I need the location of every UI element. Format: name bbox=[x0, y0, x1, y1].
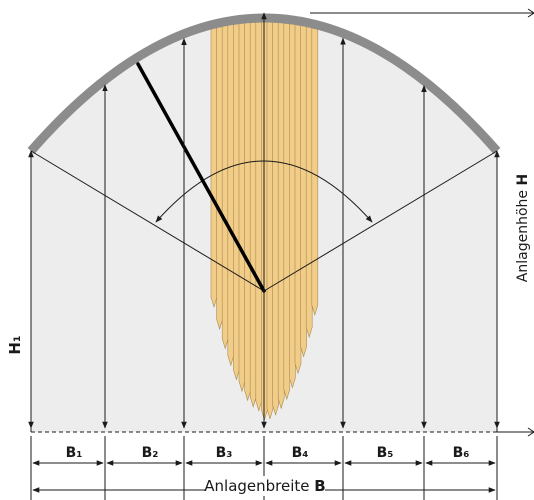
radial-line-left bbox=[30, 150, 265, 292]
slat-bundle bbox=[210, 21, 319, 422]
slat bbox=[255, 21, 263, 412]
segment-label-b1: B₁ bbox=[66, 445, 83, 461]
slat bbox=[277, 22, 285, 410]
slat bbox=[249, 21, 257, 408]
slat bbox=[311, 28, 319, 317]
total-width-label: Anlagenbreite B bbox=[204, 477, 325, 495]
overall-height-label: Anlagenhöhe H bbox=[515, 174, 531, 282]
slat bbox=[305, 26, 313, 339]
segment-label-b5: B₅ bbox=[377, 445, 394, 461]
slat bbox=[289, 23, 296, 389]
slat bbox=[283, 22, 291, 401]
height-arrows bbox=[28, 12, 500, 429]
slat bbox=[272, 22, 279, 416]
slat bbox=[233, 23, 240, 381]
segment-label-b3: B₃ bbox=[216, 445, 233, 461]
slat bbox=[210, 27, 218, 309]
h1-label: H₁ bbox=[6, 335, 24, 354]
slat bbox=[227, 24, 235, 367]
top-reference-arrow bbox=[527, 8, 534, 18]
slat bbox=[266, 21, 274, 420]
slat bbox=[300, 25, 307, 358]
bottom-reference-arrow bbox=[527, 427, 534, 437]
slat bbox=[244, 22, 251, 402]
slat bbox=[221, 25, 229, 350]
segment-label-b4: B₄ bbox=[292, 445, 309, 461]
radial-line-right bbox=[263, 150, 498, 292]
slat bbox=[238, 22, 246, 393]
slat bbox=[294, 24, 302, 375]
segment-label-b2: B₂ bbox=[142, 445, 159, 461]
total-width-label-bg bbox=[205, 476, 325, 496]
segment-label-b6: B₆ bbox=[453, 445, 470, 461]
slat bbox=[216, 26, 223, 331]
pivot-slat bbox=[136, 62, 266, 293]
